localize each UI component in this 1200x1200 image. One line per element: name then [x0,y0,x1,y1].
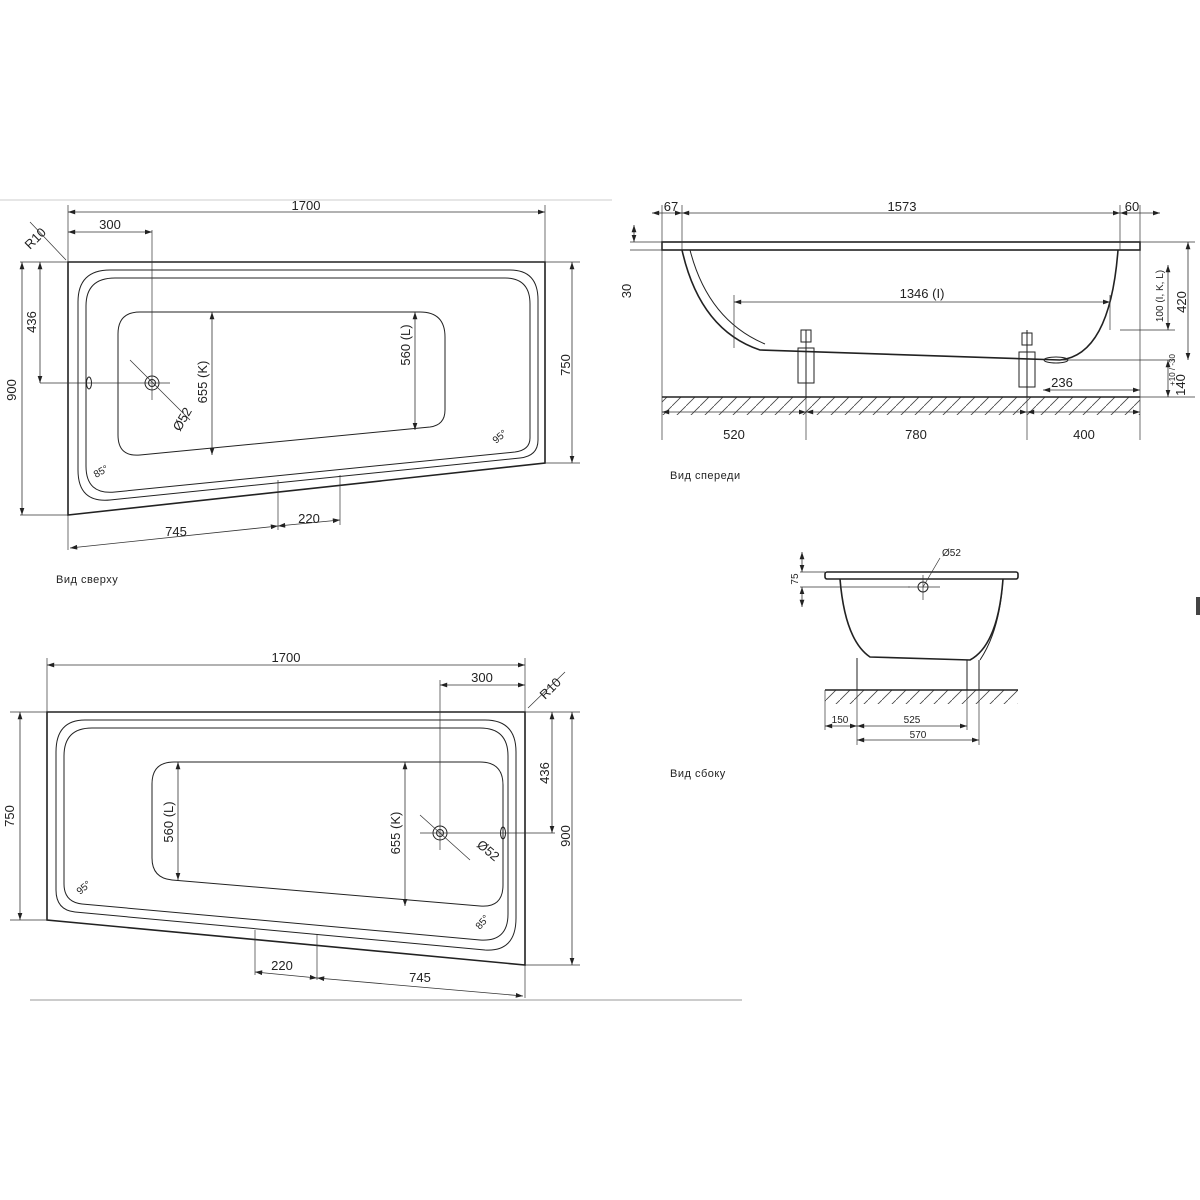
dim-feet-mid: 780 [905,427,927,442]
dim-radius: R10 [537,675,564,702]
side-view: Ø52 75 150 525 570 Вид сбоку [670,548,1019,780]
dim-drain-height: 655 (K) [195,361,210,404]
mirrored-top-view: 1700 300 R10 750 900 436 655 (K) 560 (L)… [2,650,580,998]
front-view: 67 1573 60 30 1346 (I) 100 (I, K, L) 420… [619,199,1195,482]
foot-right [1018,330,1036,397]
caption-side-view: Вид сбоку [670,768,726,780]
edge-marker [1196,597,1200,615]
dim-feet-left: 520 [723,427,745,442]
dim-depth: 100 (I, K, L) [1155,270,1166,322]
dim-bottom-left: 745 [165,524,187,539]
dim-width-total: 900 [4,379,19,401]
dim-foot-offset: 150 [832,715,849,726]
dim-leg-tolerance: +10 / -30 [1168,354,1177,386]
dim-drain-diameter: Ø52 [170,405,195,434]
dim-overflow-height: 436 [537,762,552,784]
foot-left [797,329,815,397]
angle-left: 95° [75,879,94,897]
dim-drain-diameter: Ø52 [474,837,502,864]
dim-foot-span: 525 [904,715,921,726]
angle-left: 85° [92,464,111,481]
dim-total-span: 570 [910,730,927,741]
dim-bottom-right: 745 [409,970,431,985]
caption-top-view: Вид сверху [56,574,118,586]
dim-bottom-length: 1346 (I) [900,286,945,301]
dim-radius: R10 [22,225,49,252]
dim-drain-offset: 236 [1051,375,1073,390]
dim-feet-right: 400 [1073,427,1095,442]
dim-length: 1700 [272,650,301,665]
dim-inner-length: 1573 [888,199,917,214]
dim-overflow-height: 436 [24,311,39,333]
dim-bottom-mid: 220 [298,511,320,526]
dim-leg-height: 140 [1173,374,1188,396]
dim-drain-diameter: Ø52 [942,548,961,559]
dim-overflow-offset: 300 [99,217,121,232]
dim-rim-height: 30 [619,284,634,298]
dim-left-rim: 67 [664,199,678,214]
dim-inner-height: 560 (L) [398,324,413,365]
angle-right: 95° [491,428,510,446]
dim-width-left: 750 [2,805,17,827]
dim-total-height: 420 [1174,291,1189,313]
dim-right-rim: 60 [1125,199,1139,214]
dim-drain-height: 655 (K) [388,812,403,855]
dim-width-right: 750 [558,354,573,376]
dim-inner-height: 560 (L) [161,801,176,842]
dim-bottom-mid: 220 [271,958,293,973]
angle-right: 85° [474,913,492,932]
dim-overflow-height: 75 [790,573,801,585]
dim-overflow-offset: 300 [471,670,493,685]
dim-width-total: 900 [558,825,573,847]
caption-front-view: Вид спереди [670,470,741,482]
top-view: 1700 300 R10 900 436 750 655 (K) 560 (L)… [4,198,580,586]
dim-length: 1700 [292,198,321,213]
